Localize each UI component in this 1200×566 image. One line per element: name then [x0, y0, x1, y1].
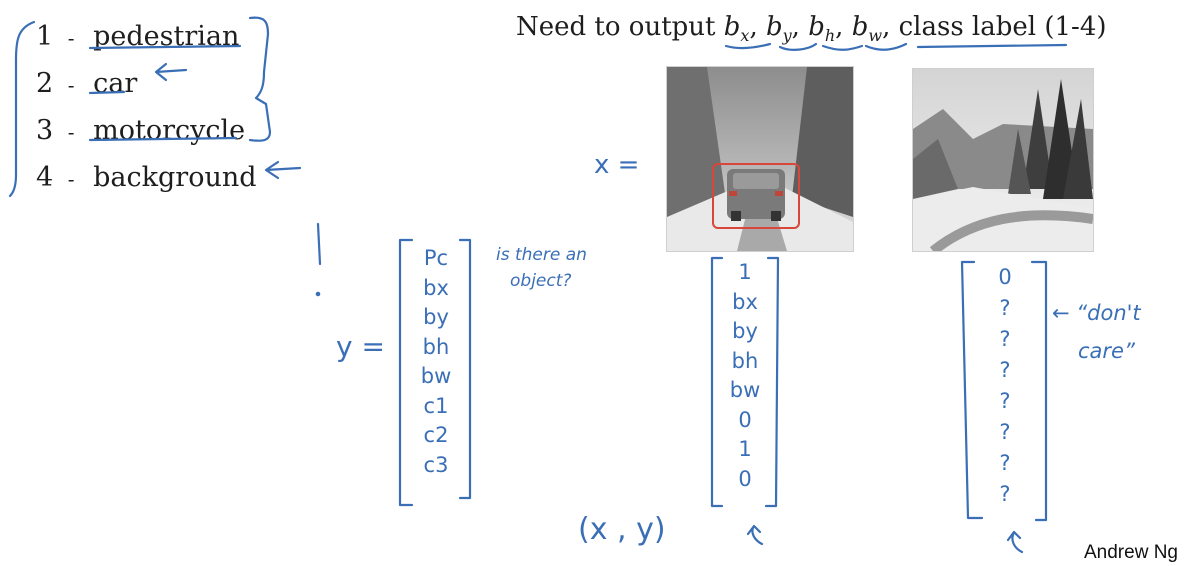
y-vector-entry: bx — [423, 275, 449, 300]
var-bh-base: b — [808, 12, 825, 42]
background-vector: 0 ? ? ? ? ? ? ? — [980, 262, 1030, 510]
bg-vector-left-bracket — [960, 260, 984, 520]
class-number: 2 — [36, 68, 54, 99]
car-vector-entry: 0 — [738, 407, 752, 432]
class-number: 4 — [36, 162, 54, 193]
comma: , — [791, 12, 800, 42]
class-dash: - — [67, 73, 75, 97]
var-bx-sub: x — [740, 26, 750, 46]
output-heading: Need to output bx, by, bh, bw, class lab… — [516, 12, 1107, 45]
class-number: 1 — [36, 21, 54, 52]
car-vector-entry: 1 — [738, 437, 752, 461]
object-question-line-2: object? — [510, 271, 572, 291]
car-vector-entry: bx — [732, 289, 758, 314]
y-vector-left-bracket — [398, 238, 414, 507]
y-equals: y = — [336, 330, 385, 363]
underline-bh — [821, 44, 864, 51]
bg-vector-entry: ? — [999, 389, 1011, 413]
class-number: 3 — [36, 115, 54, 146]
var-by-base: b — [765, 12, 783, 42]
underline-car — [88, 90, 126, 95]
bg-vector-right-bracket — [1030, 260, 1048, 522]
class-label: car — [93, 68, 138, 99]
underline-class-label — [916, 43, 1068, 49]
car-photo — [666, 66, 854, 252]
underline-by — [778, 42, 818, 51]
car-vector-entry: bw — [729, 378, 761, 402]
y-vector-right-bracket — [458, 238, 472, 500]
dont-care-line-1: ← “don't — [1052, 301, 1141, 325]
class-label-text: class label — [898, 12, 1037, 42]
left-brace — [8, 20, 36, 198]
bg-vector-entry: ? — [999, 327, 1011, 351]
underline-bw — [864, 42, 908, 51]
class-list: 1 - pedestrian 2 - car 3 - motorcycle 4 … — [36, 14, 257, 202]
class-label: motorcycle — [93, 115, 246, 146]
y-vector-entry: c1 — [423, 393, 449, 418]
class-item-2: 2 - car — [36, 61, 257, 108]
comma: , — [749, 12, 758, 42]
bg-vector-entry: ? — [999, 482, 1011, 506]
dont-care-note: ← “don't care” — [1052, 294, 1141, 370]
object-question: is there an object? — [496, 242, 587, 294]
car-vector-entry: 0 — [738, 466, 752, 491]
background-photo — [912, 68, 1094, 252]
xy-pair: (x , y) — [578, 512, 666, 547]
class-item-4: 4 - background — [36, 155, 257, 202]
comma: , — [882, 12, 891, 42]
y-vector-entry: bw — [420, 364, 452, 388]
underline-bx — [724, 42, 772, 50]
arrow-car-icon — [154, 62, 188, 82]
author-credit: Andrew Ng — [1084, 542, 1178, 563]
var-bx-base: b — [723, 12, 741, 42]
dont-care-line-2: care” — [1078, 339, 1135, 363]
car-vector-entry: 1 — [738, 260, 752, 284]
comma: , — [835, 12, 844, 42]
object-question-line-1: is there an — [496, 245, 587, 265]
y-vector-entry: Pc — [423, 246, 449, 270]
y-vector: Pc bx by bh bw c1 c2 c3 — [412, 244, 460, 480]
var-by-sub: y — [782, 26, 792, 46]
y-vector-entry: c3 — [423, 452, 449, 477]
x-equals: x = — [594, 150, 640, 180]
car-photo-art — [667, 67, 853, 251]
class-range: (1-4) — [1044, 12, 1107, 42]
class-item-3: 3 - motorcycle — [36, 108, 257, 155]
heading-prefix: Need to output — [516, 12, 724, 42]
var-bw-base: b — [851, 12, 869, 42]
car-vector-left-bracket — [710, 256, 724, 508]
up-arrow-bg-icon — [1006, 530, 1024, 554]
class-label: background — [93, 162, 257, 193]
y-vector-entry: bh — [422, 334, 450, 359]
car-vector-entry: by — [732, 319, 758, 343]
y-vector-entry: c2 — [423, 423, 449, 447]
right-brace — [248, 16, 272, 142]
background-photo-art — [913, 69, 1093, 251]
car-vector-right-bracket — [764, 256, 780, 508]
underline-pedestrian — [88, 44, 242, 50]
class-dash: - — [67, 120, 75, 144]
tick-mark — [316, 222, 322, 266]
up-arrow-car-icon — [746, 524, 764, 546]
class-dash: - — [67, 26, 75, 50]
car-vector: 1 bx by bh bw 0 1 0 — [722, 258, 768, 494]
bg-vector-entry: ? — [999, 358, 1011, 382]
bg-vector-entry: ? — [999, 451, 1011, 475]
car-vector-entry: bh — [731, 348, 759, 373]
bg-vector-entry: 0 — [998, 265, 1012, 289]
arrow-background-icon — [264, 160, 302, 180]
var-bh-sub: h — [824, 26, 836, 46]
bg-vector-entry: ? — [999, 420, 1011, 444]
bg-vector-entry: ? — [999, 296, 1011, 320]
var-bw-sub: w — [868, 26, 883, 46]
y-vector-entry: by — [423, 305, 449, 329]
class-dash: - — [67, 167, 75, 191]
underline-motorcycle — [88, 136, 238, 142]
